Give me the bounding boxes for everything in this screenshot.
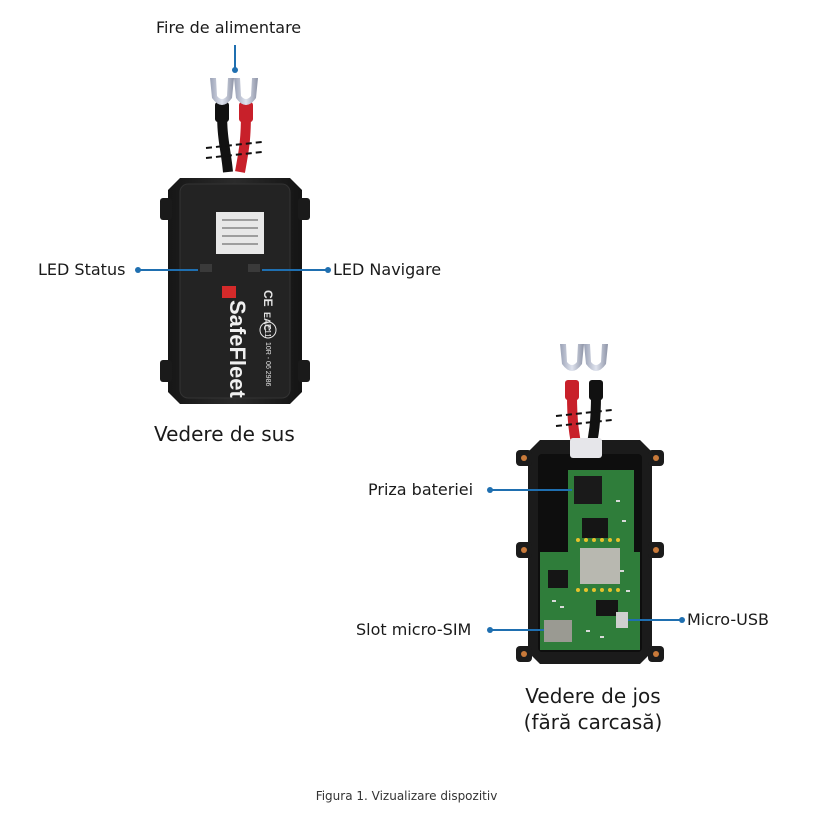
label-power-wires: Fire de alimentare: [156, 18, 302, 37]
figure-caption: Figura 1. Vizualizare dispozitiv: [315, 789, 498, 803]
navigation-led: [248, 264, 260, 272]
callout-dot-wires: [232, 67, 238, 73]
battery-socket: [574, 476, 602, 504]
label-micro-usb: Micro-USB: [687, 610, 769, 629]
bottom-power-wires: [555, 344, 613, 454]
label-battery-socket: Priza bateriei: [368, 480, 474, 499]
sim-slot: [544, 620, 572, 642]
top-view-device: SafeFleet CE EAC E11 10R - 06 2986: [160, 78, 310, 404]
cert-code: 10R - 06 2986: [264, 342, 271, 386]
e-mark-circle-icon: [259, 321, 277, 339]
caption-bottom-view-line2: (fără carcasă): [523, 710, 663, 734]
caption-bottom-view-line1: Vedere de jos: [525, 684, 661, 708]
ce-mark: CE: [261, 290, 275, 307]
label-led-navigation: LED Navigare: [333, 260, 442, 279]
micro-usb-port: [616, 612, 628, 628]
label-sim-slot: Slot micro-SIM: [356, 620, 472, 639]
caption-top-view: Vedere de sus: [154, 422, 295, 446]
safefleet-logo-icon: [222, 286, 236, 298]
cert-mark: E11: [263, 324, 272, 338]
callouts: [135, 45, 685, 633]
device-brand: SafeFleet: [225, 300, 250, 398]
gnss-module: [580, 548, 620, 584]
label-led-status: LED Status: [38, 260, 126, 279]
top-power-wires: [205, 78, 263, 173]
status-led: [200, 264, 212, 272]
bottom-view-device: [516, 344, 664, 664]
